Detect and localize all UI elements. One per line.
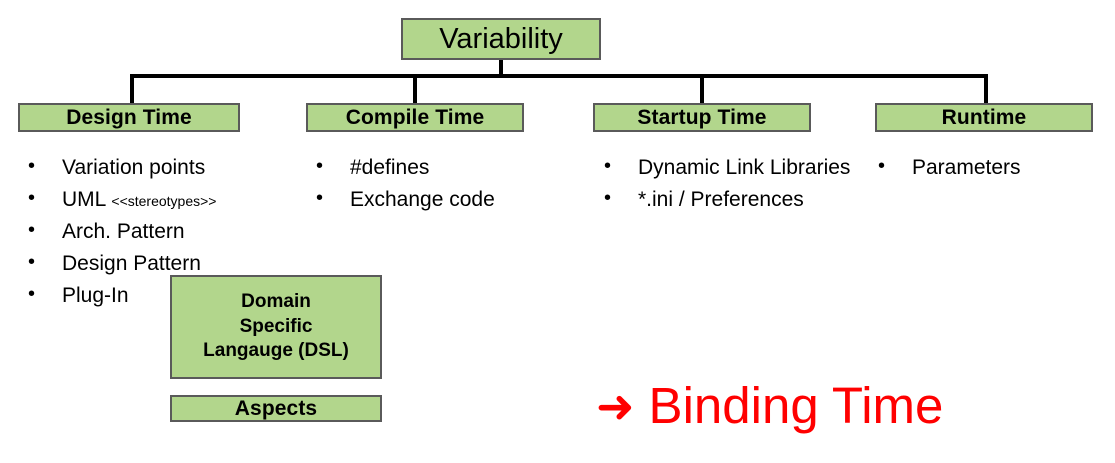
bullet-icon: •	[28, 219, 36, 242]
bullet-list-startup-time: • Dynamic Link Libraries • *.ini / Prefe…	[604, 152, 862, 216]
bullet-icon: •	[316, 187, 324, 210]
bullet-list-design-time: • Variation points • UML <<stereotypes>>…	[28, 152, 298, 312]
list-item: • Exchange code	[316, 184, 566, 215]
list-item-label: UML <<stereotypes>>	[62, 188, 217, 212]
list-item-label: #defines	[350, 156, 430, 179]
list-item: • Plug-In	[28, 280, 298, 311]
bullet-list-compile-time: • #defines • Exchange code	[316, 152, 566, 216]
node-line: Langauge (DSL)	[203, 340, 349, 362]
bullet-icon: •	[28, 155, 36, 177]
node-aspects[interactable]: Aspects	[170, 395, 382, 422]
list-item: • Design Pattern	[28, 248, 298, 279]
list-item: • #defines	[316, 152, 566, 183]
list-item-label: Exchange code	[350, 188, 495, 212]
connector-root-stem	[499, 58, 503, 76]
list-item: • UML <<stereotypes>>	[28, 184, 298, 215]
bullet-list-runtime: • Parameters	[878, 152, 1108, 184]
list-item-label: Parameters	[912, 156, 1021, 179]
arrow-right-icon: ➜	[596, 378, 635, 433]
list-item-label: Arch. Pattern	[62, 220, 185, 244]
binding-time-label: Binding Time	[648, 377, 944, 434]
node-design-time[interactable]: Design Time	[18, 103, 240, 132]
list-item: • Variation points	[28, 152, 298, 183]
bullet-icon: •	[604, 187, 612, 210]
bullet-icon: •	[604, 155, 612, 177]
list-item: • *.ini / Preferences	[604, 184, 862, 215]
connector-drop-design-time	[130, 74, 134, 105]
bullet-icon: •	[28, 251, 36, 274]
list-item: • Dynamic Link Libraries	[604, 152, 862, 183]
bullet-icon: •	[28, 283, 36, 306]
bullet-icon: •	[878, 155, 886, 177]
list-item-label: Design Pattern	[62, 252, 201, 276]
connector-horizontal-bus	[130, 74, 988, 78]
bullet-icon: •	[316, 155, 324, 177]
node-line: Specific	[239, 315, 313, 337]
node-line: Domain	[241, 290, 311, 312]
connector-drop-startup-time	[700, 74, 704, 105]
node-variability[interactable]: Variability	[401, 18, 601, 60]
list-item-label: Variation points	[62, 156, 206, 179]
list-item-label: *.ini / Preferences	[638, 188, 804, 212]
list-item: • Parameters	[878, 152, 1108, 183]
node-domain-specific-language[interactable]: Domain Specific Langauge (DSL)	[170, 275, 382, 379]
node-startup-time[interactable]: Startup Time	[593, 103, 811, 132]
bullet-icon: •	[28, 187, 36, 210]
list-item-label: Dynamic Link Libraries	[638, 156, 851, 179]
node-runtime[interactable]: Runtime	[875, 103, 1093, 132]
list-item-stereotype: <<stereotypes>>	[111, 193, 217, 210]
connector-drop-compile-time	[413, 74, 417, 105]
binding-time-callout: ➜ Binding Time	[596, 379, 943, 433]
list-item: • Arch. Pattern	[28, 216, 298, 247]
node-compile-time[interactable]: Compile Time	[306, 103, 524, 132]
list-item-label: Plug-In	[62, 284, 129, 308]
connector-drop-runtime	[984, 74, 988, 105]
